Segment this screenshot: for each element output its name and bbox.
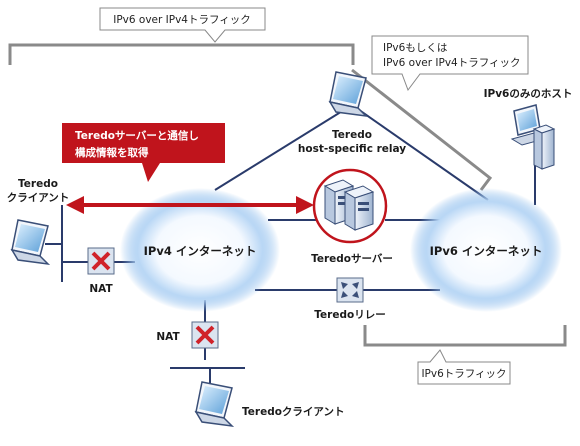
callout-bottom-text: IPv6トラフィック xyxy=(421,368,506,380)
teredo-relay-label: Teredoリレー xyxy=(314,309,385,321)
client-bottom-label: Teredoクライアント xyxy=(242,406,345,418)
red-note-line2: 構成情報を取得 xyxy=(75,146,149,159)
bracket-ipv6-over-ipv4 xyxy=(8,43,355,65)
link-ipv4-relay xyxy=(214,104,353,191)
callout-right-line1: IPv6もしくは xyxy=(383,42,447,54)
callout-top-text: IPv6 over IPv4トラフィック xyxy=(113,14,251,26)
callout-bottom: IPv6トラフィック xyxy=(417,349,511,385)
bracket-ipv6-traffic xyxy=(363,325,567,347)
nat-router-icon xyxy=(87,247,115,275)
cloud-ipv6-label: IPv6 インターネット xyxy=(430,244,543,258)
server-icon xyxy=(323,179,375,231)
bracket-ipv6-or-ipv6-over-ipv4 xyxy=(351,68,493,191)
callout-right-line2: IPv6 over IPv4トラフィック xyxy=(383,57,521,69)
laptop-icon xyxy=(194,381,235,428)
client-left-label-line1: Teredo xyxy=(18,178,58,190)
relay-label-line2: host-specific relay xyxy=(298,143,406,155)
desktop-pc-icon xyxy=(510,104,556,170)
client-left-label-line2: クライアント xyxy=(7,192,70,204)
nat-bottom-label: NAT xyxy=(156,331,180,343)
link-relay-ipv6 xyxy=(351,104,489,201)
server-label: Teredoサーバー xyxy=(311,253,393,265)
cloud-ipv6: IPv6 インターネット xyxy=(410,188,562,312)
relay-label-line1: Teredo xyxy=(332,129,372,141)
laptop-icon xyxy=(10,219,51,266)
laptop-icon xyxy=(328,71,369,118)
double-arrow xyxy=(66,196,314,214)
cloud-ipv4-label: IPv4 インターネット xyxy=(144,244,257,258)
red-note: Teredoサーバーと通信し 構成情報を取得 xyxy=(62,123,225,182)
nat-router-icon xyxy=(191,321,219,349)
nat-left-label: NAT xyxy=(89,283,113,295)
ipv6-host-label: IPv6のみのホスト xyxy=(484,88,573,100)
cloud-ipv4: IPv4 インターネット xyxy=(120,188,280,312)
relay-router-icon xyxy=(336,277,364,303)
red-note-line1: Teredoサーバーと通信し xyxy=(75,129,199,142)
callout-right: IPv6もしくは IPv6 over IPv4トラフィック xyxy=(371,35,529,92)
callout-top: IPv6 over IPv4トラフィック xyxy=(99,7,266,43)
